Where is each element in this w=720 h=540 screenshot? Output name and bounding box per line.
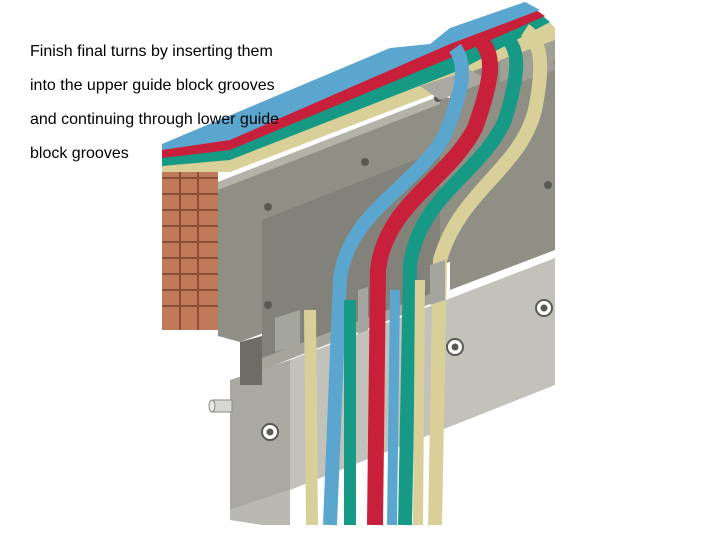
caption-text: Finish final turns by inserting them int… bbox=[30, 26, 330, 179]
screw-hole-icon bbox=[264, 301, 272, 309]
screw-hole-icon bbox=[264, 203, 272, 211]
coil-strip-tan-inner-2 bbox=[413, 279, 425, 526]
caption-line-4: block grooves bbox=[30, 145, 129, 162]
coil-strip-blue bbox=[323, 43, 469, 526]
screw-hole-icon bbox=[261, 423, 279, 441]
coil-turns bbox=[304, 24, 548, 526]
coil-strip-blue-inner bbox=[387, 289, 400, 526]
caption-line-1: Finish final turns by inserting them bbox=[30, 43, 273, 60]
screw-hole-icon bbox=[544, 181, 552, 189]
coil-strip-tan-inner bbox=[304, 309, 318, 526]
screw-hole-icon bbox=[446, 338, 464, 356]
coil-strip-tan bbox=[428, 24, 548, 526]
brick-stack bbox=[162, 162, 218, 330]
screw-hole-icon bbox=[361, 158, 369, 166]
coil-strip-green bbox=[398, 30, 524, 526]
coil-strip-red bbox=[367, 36, 499, 526]
lower-guide-grooves bbox=[275, 260, 445, 352]
caption-line-2: into the upper guide block grooves bbox=[30, 77, 275, 94]
alignment-pin-icon bbox=[208, 399, 233, 413]
caption-line-3: and continuing through lower guide bbox=[30, 111, 280, 128]
screw-hole-icon bbox=[535, 299, 553, 317]
